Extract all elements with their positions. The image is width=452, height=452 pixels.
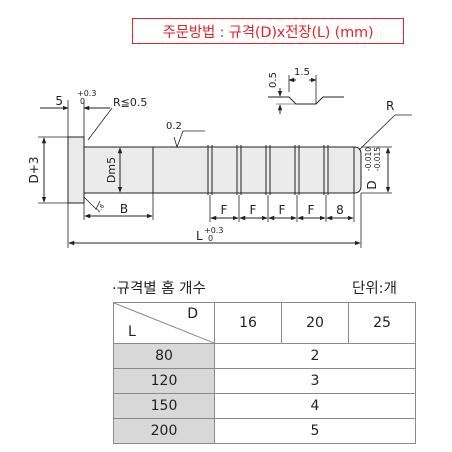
table-row-header: 120 bbox=[113, 368, 215, 394]
table-row-header: 150 bbox=[113, 393, 215, 419]
head-diameter-label: D+3 bbox=[27, 157, 41, 184]
surface-mark-label: 1.6 bbox=[94, 203, 106, 215]
pin-body bbox=[83, 146, 355, 194]
length-label: L bbox=[196, 229, 203, 243]
table-cell: 3 bbox=[214, 368, 416, 394]
groove-pitch-dims bbox=[209, 193, 355, 222]
groove-depth-label: 0.5 bbox=[268, 72, 279, 88]
table-row-header: 80 bbox=[113, 343, 215, 369]
groove-width-label: 1.5 bbox=[294, 67, 310, 78]
dim-f-label-3: F bbox=[279, 203, 286, 217]
table-header-row: D L 16 20 25 bbox=[113, 302, 416, 344]
groove-detail: 1.5 0.5 bbox=[268, 67, 344, 114]
corner-l-label: L bbox=[128, 324, 136, 340]
table-cell: 2 bbox=[214, 343, 416, 369]
table-col-header: 16 bbox=[214, 302, 282, 344]
dim-f-label-4: F bbox=[308, 203, 315, 217]
groove-marks bbox=[207, 145, 329, 195]
length-tol-lower: 0 bbox=[208, 234, 213, 243]
groove-count-table: D L 16 20 25 80 2 120 3 150 4 200 5 bbox=[113, 302, 416, 444]
table-row: 150 4 bbox=[113, 393, 416, 419]
corner-radius-label: R≦0.5 bbox=[113, 96, 147, 109]
length-tol-upper: +0.3 bbox=[204, 226, 223, 235]
head-width-label: 5 bbox=[55, 94, 63, 108]
table-row: 80 2 bbox=[113, 343, 416, 369]
tip-tol-lower: -0.015 bbox=[373, 147, 382, 171]
body-diameter-label: Dm5 bbox=[105, 157, 118, 183]
order-format-text: 주문방법 : 규격(D)x전장(L) (mm) bbox=[162, 24, 374, 41]
table-unit: 단위:개 bbox=[352, 281, 397, 297]
tip-diameter-label: D bbox=[365, 180, 379, 189]
table-row: 200 5 bbox=[113, 418, 416, 444]
pin-tip bbox=[353, 146, 362, 194]
tip-tol-upper: -0.010 bbox=[364, 147, 373, 171]
head-tol-upper: +0.3 bbox=[77, 89, 96, 98]
order-format-box: 주문방법 : 규격(D)x전장(L) (mm) bbox=[132, 18, 404, 44]
table-col-header: 25 bbox=[348, 302, 416, 344]
table-cell: 4 bbox=[214, 393, 416, 419]
dim-b-label: B bbox=[120, 202, 128, 216]
roughness-label: 0.2 bbox=[166, 121, 182, 132]
corner-diagonal bbox=[114, 303, 214, 343]
dim-end-label: 8 bbox=[336, 203, 344, 217]
pin-head bbox=[67, 136, 85, 204]
dim-f-label-1: F bbox=[221, 203, 228, 217]
table-cell: 5 bbox=[214, 418, 416, 444]
table-row: 120 3 bbox=[113, 368, 416, 394]
pin-drawing: 5 +0.3 0 R≦0.5 D+3 Dm5 0.2 1.5 0.5 R D -… bbox=[27, 67, 412, 248]
head-tol-lower: 0 bbox=[80, 97, 85, 106]
table-title: ·규격별 홈 개수 bbox=[112, 281, 206, 297]
table-corner-cell: D L bbox=[113, 302, 215, 344]
corner-d-label: D bbox=[187, 306, 198, 322]
end-radius-label: R bbox=[386, 99, 394, 113]
table-row-header: 200 bbox=[113, 418, 215, 444]
table-col-header: 20 bbox=[281, 302, 349, 344]
dim-f-label-2: F bbox=[250, 203, 257, 217]
